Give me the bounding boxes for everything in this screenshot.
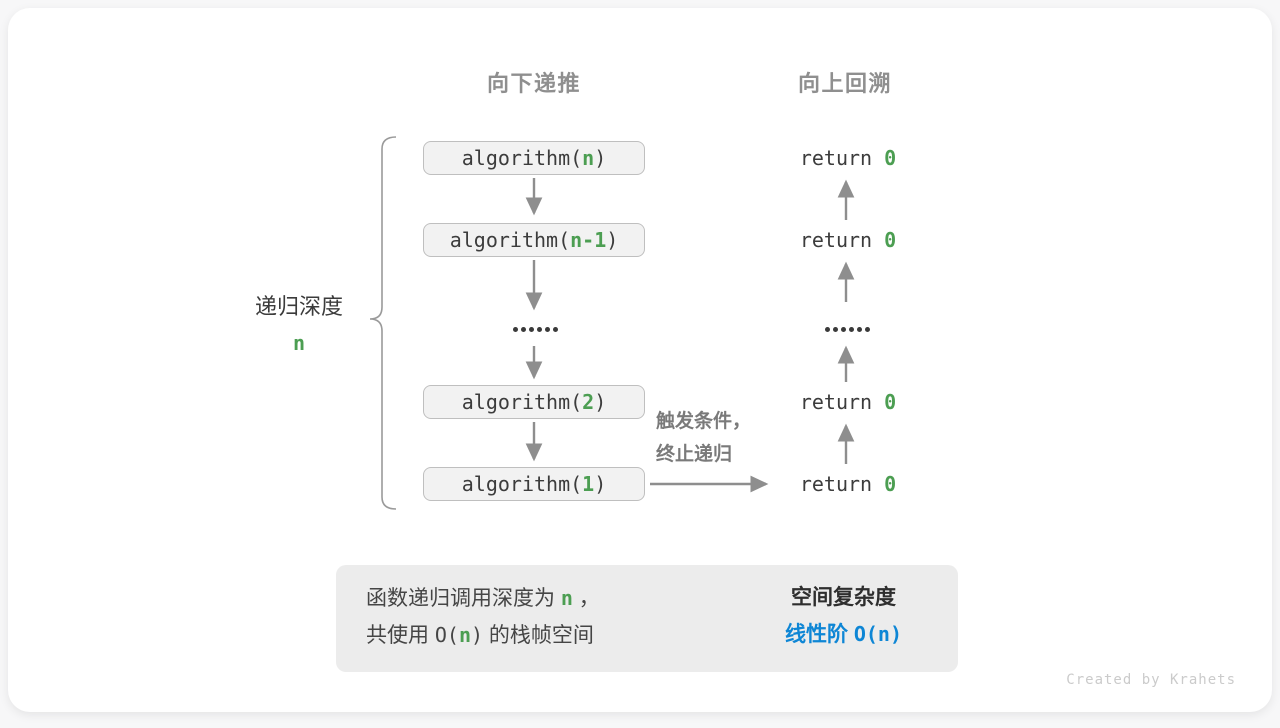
summary-effect-title: 空间复杂度 — [791, 586, 896, 609]
terminate-note-line1: 触发条件， — [656, 411, 752, 432]
summary-cause-line2: 共使用 O(n) 的栈帧空间 — [366, 623, 594, 647]
terminate-note: 触发条件， 终止递归 — [656, 405, 751, 471]
header-backtrack: 向上回溯 — [797, 71, 892, 96]
call-arg: n-1 — [570, 228, 607, 252]
depth-label-value: n — [292, 331, 306, 355]
terminate-note-line2: 终止递归 — [656, 444, 733, 465]
call-box-n-1: algorithm(n-1) — [423, 223, 645, 257]
ellipsis-dots-right — [825, 326, 870, 332]
call-label: algorithm( — [461, 390, 583, 414]
return-value: 0 — [884, 228, 897, 252]
call-box-n: algorithm(n) — [423, 141, 645, 175]
return-row-4: return 0 — [776, 467, 920, 501]
return-row-3: return 0 — [776, 385, 920, 419]
return-row-1: return 0 — [776, 141, 920, 175]
credit-text: Created by Krahets — [1066, 672, 1236, 688]
call-close: ) — [594, 146, 607, 170]
return-value: 0 — [884, 390, 897, 414]
call-label: algorithm( — [461, 146, 583, 170]
return-keyword: return — [799, 472, 885, 496]
return-value: 0 — [884, 146, 897, 170]
depth-brace — [369, 136, 397, 510]
call-arg: n — [582, 146, 595, 170]
depth-label: 递归深度 n — [234, 289, 364, 355]
header-descend: 向下递推 — [486, 71, 581, 96]
call-arg: 1 — [582, 472, 595, 496]
summary-panel — [336, 565, 958, 672]
return-keyword: return — [799, 390, 885, 414]
call-box-2: algorithm(2) — [423, 385, 645, 419]
return-row-2: return 0 — [776, 223, 920, 257]
return-keyword: return — [799, 228, 885, 252]
return-keyword: return — [799, 146, 885, 170]
call-close: ) — [606, 228, 619, 252]
summary-effect: 空间复杂度 线性阶 O(n) — [741, 580, 946, 653]
return-value: 0 — [884, 472, 897, 496]
call-close: ) — [594, 472, 607, 496]
call-label: algorithm( — [449, 228, 571, 252]
summary-cause-line1: 函数递归调用深度为 n ， — [366, 586, 600, 610]
call-close: ) — [594, 390, 607, 414]
depth-label-text: 递归深度 — [254, 294, 343, 319]
summary-cause: 函数递归调用深度为 n ， 共使用 O(n) 的栈帧空间 — [366, 580, 600, 654]
call-arg: 2 — [582, 390, 595, 414]
call-label: algorithm( — [461, 472, 583, 496]
call-box-1: algorithm(1) — [423, 467, 645, 501]
ellipsis-dots-left — [513, 326, 558, 332]
summary-effect-result: 线性阶 O(n) — [784, 622, 902, 646]
diagram-card: 向下递推 向上回溯 algorithm(n) algorithm(n-1) al… — [8, 8, 1272, 712]
